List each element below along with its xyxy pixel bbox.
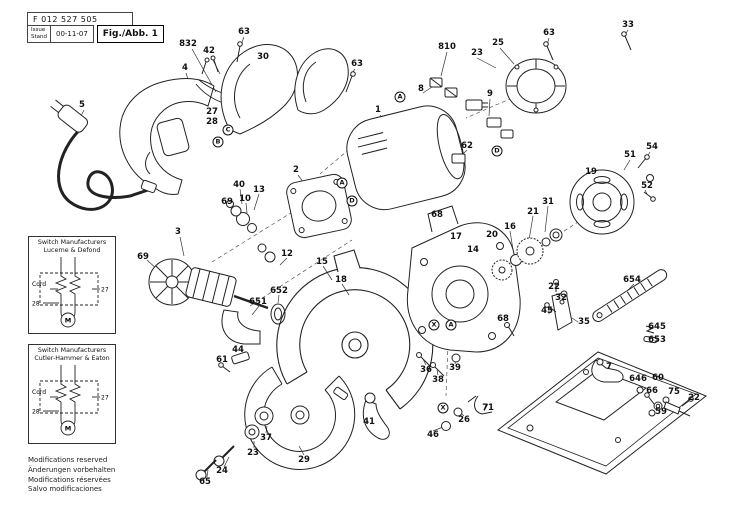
upper-guard-shells (220, 44, 349, 135)
armature-assembly (148, 200, 276, 310)
wire-28-label: 28 (32, 409, 40, 416)
field-stator (286, 173, 352, 239)
brush-and-terminal-parts (429, 77, 514, 164)
handle-assembly (119, 78, 231, 195)
screw-fasteners-top (201, 31, 632, 93)
gear-train (491, 228, 563, 281)
motor-label: M (64, 425, 70, 433)
note-spanish: Salvo modificaciones (28, 485, 102, 494)
note-english: Modifications reserved (28, 456, 108, 464)
inset-title-line1: Switch Manufacturers (37, 347, 107, 354)
inset-title: Switch Manufacturers Cutler-Hammer & Eat… (29, 345, 115, 363)
dust-elbow-and-ring (221, 303, 286, 345)
issue-date: 00-11-07 (51, 25, 94, 43)
figure-label: Fig./Abb. 1 (96, 25, 164, 43)
note-french: Modifications réservées (28, 475, 111, 484)
issue-stand-labels: Issue Stand (27, 25, 51, 43)
modification-notes: Modifications reserved Änderungen vorbeh… (28, 456, 115, 495)
motor-label: M (64, 317, 70, 325)
clamp-lever-and-hardware (591, 358, 694, 417)
inset-title-line2: Lucerne & Defond (43, 247, 101, 255)
wire-28-label: 28 (32, 301, 40, 308)
cord-label: Cord (32, 281, 46, 288)
riving-knife-parts (504, 279, 573, 337)
guard-lever-and-bracket (218, 351, 493, 440)
issue-label: Issue (31, 27, 46, 33)
blade-bolt-washers (195, 406, 274, 481)
inset-title-line2: Cutler-Hammer & Eaton (34, 355, 110, 363)
base-plate (497, 351, 707, 475)
cord-label: Cord (32, 389, 46, 396)
depth-guide-bar (592, 269, 668, 344)
switch-circuit-diagram: Cord 27 28 M (32, 365, 109, 436)
lower-guard (244, 366, 356, 470)
note-german: Änderungen vorbehalten (28, 465, 116, 474)
bearing-flange (569, 154, 656, 235)
title-block: F 012 527 505 Issue Stand 00-11-07 Fig./… (27, 12, 164, 43)
switch-inset-cutler-hammer-eaton: Switch Manufacturers Cutler-Hammer & Eat… (28, 344, 116, 444)
switch-circuit-diagram: Cord 27 28 M (32, 257, 109, 328)
wire-27-label: 27 (101, 287, 109, 294)
cord-and-plug (50, 99, 150, 211)
switch-inset-lucerne-defond: Switch Manufacturers Lucerne & Defond Co… (28, 236, 116, 334)
wire-27-label: 27 (101, 395, 109, 402)
document-number: F 012 527 505 (27, 12, 133, 25)
inset-title: Switch Manufacturers Lucerne & Defond (29, 237, 115, 255)
fan-cover (505, 58, 567, 114)
stand-label: Stand (31, 33, 47, 40)
motor-housing (346, 105, 466, 211)
inset-title-line1: Switch Manufacturers (37, 239, 107, 246)
